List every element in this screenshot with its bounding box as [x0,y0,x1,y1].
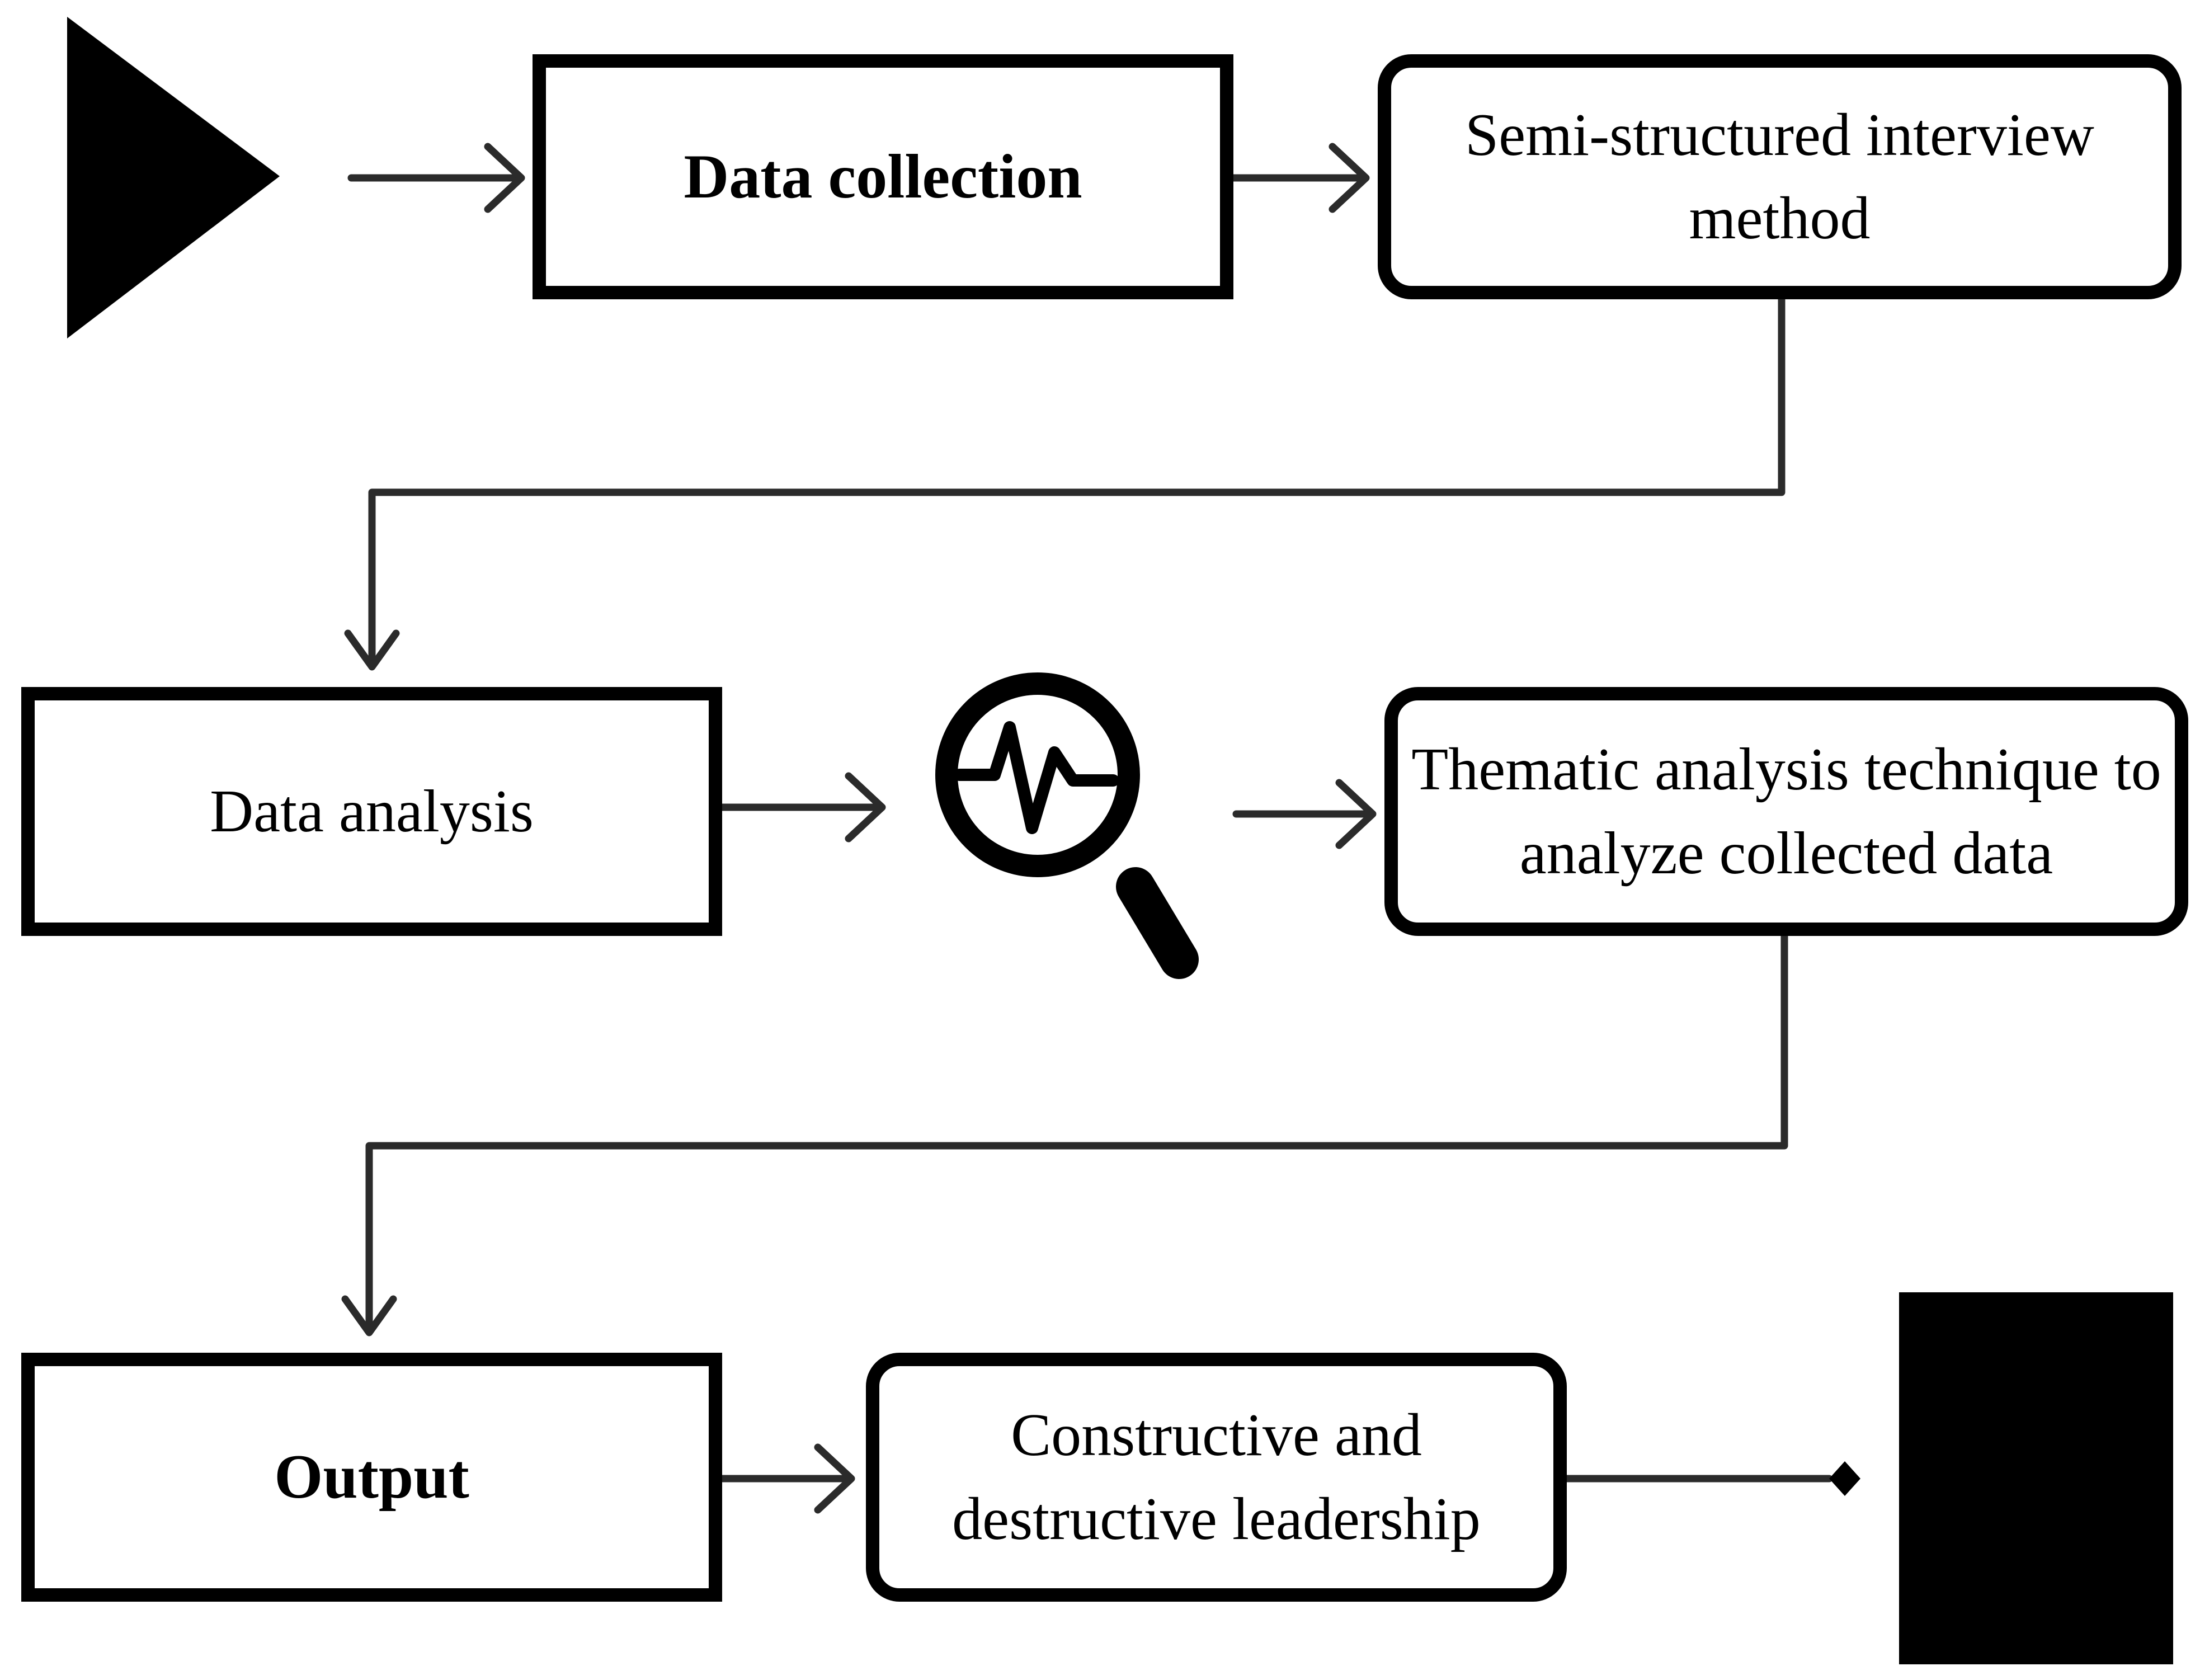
thematic-analysis-box: Thematic analysis technique to analyze c… [1384,687,2188,936]
play-triangle-icon [67,17,280,338]
output-label: Output [274,1442,469,1512]
connector-interview-to-analysis [344,293,1786,671]
arrow-output-to-leadership [715,1443,855,1514]
arrow-magnifier-to-thematic [1232,779,1377,849]
connector-leadership-to-end [1560,1461,1860,1496]
data-analysis-label: Data analysis [210,778,534,845]
arrow-start-to-collection [347,143,525,213]
data-collection-box: Data collection [533,54,1233,299]
data-collection-label: Data collection [684,142,1082,211]
output-box: Output [21,1353,722,1602]
interview-method-box: Semi-structured interview method [1378,54,2182,299]
leadership-box: Constructive and destructive leadership [866,1353,1567,1602]
stop-square-icon [1899,1292,2173,1664]
arrow-collection-to-interview [1227,143,1370,213]
leadership-label: Constructive and destructive leadership [952,1402,1481,1552]
thematic-analysis-label: Thematic analysis technique to analyze c… [1411,736,2161,887]
data-analysis-box: Data analysis [21,687,722,936]
interview-method-label: Semi-structured interview method [1465,101,2094,252]
magnifier-pulse-icon [935,672,1199,979]
arrow-analysis-to-magnifier [715,772,886,843]
connector-thematic-to-output [341,930,1788,1337]
